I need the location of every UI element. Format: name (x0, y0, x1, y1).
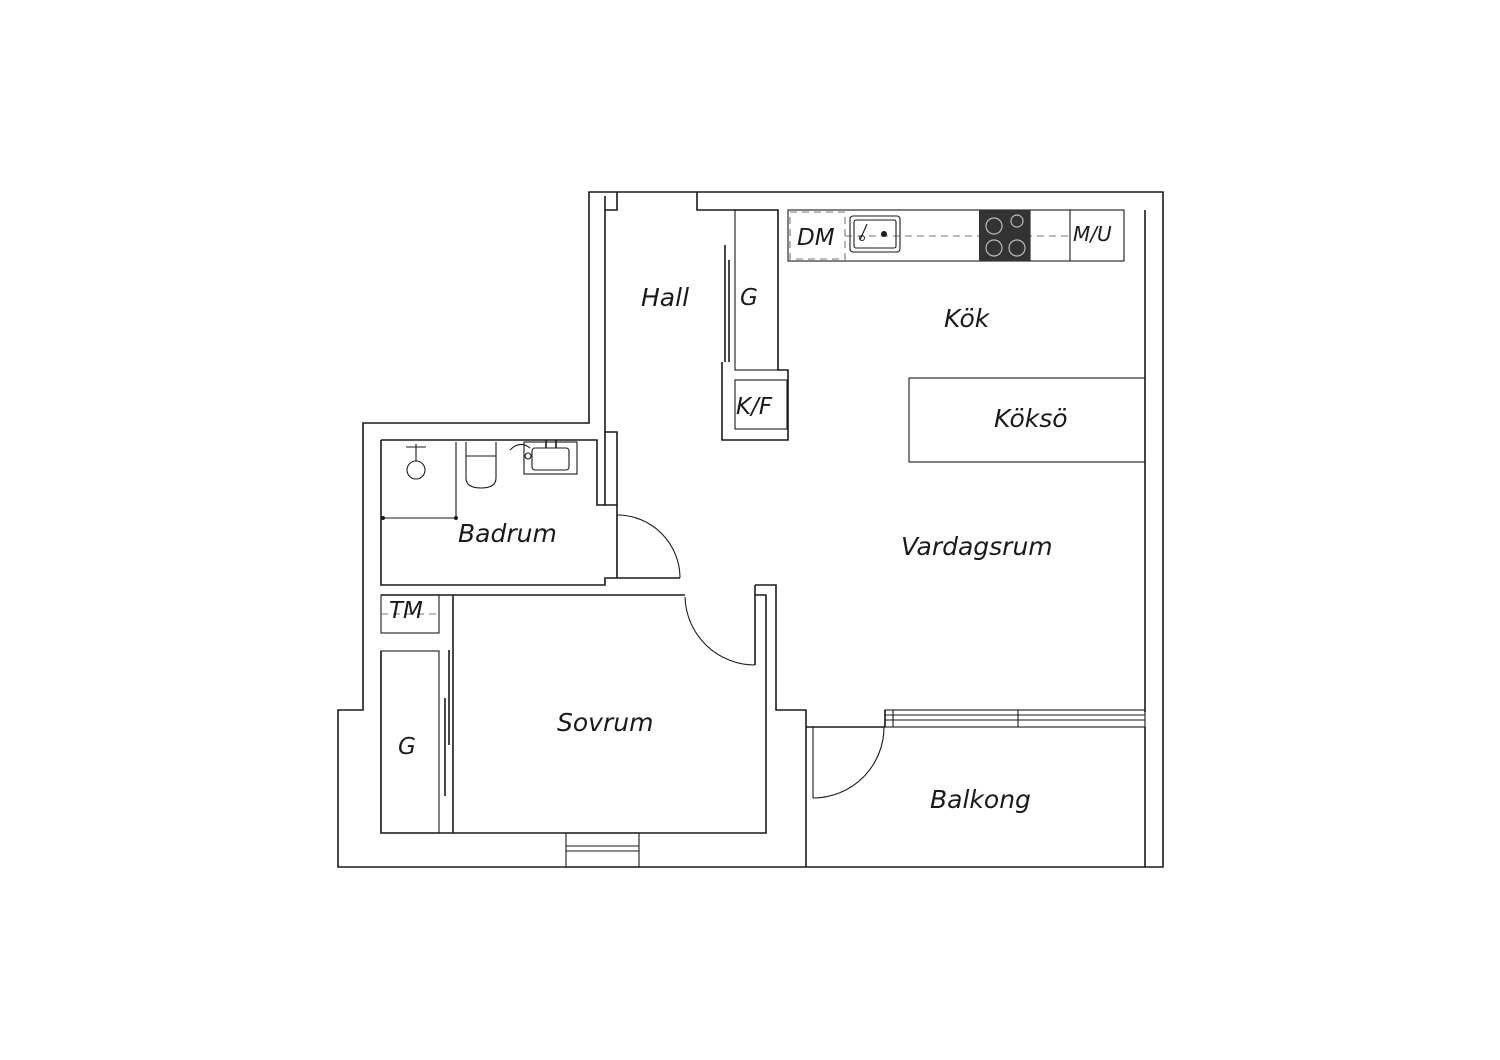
room-label-sovrum: Sovrum (557, 708, 653, 737)
room-label-koksoe: Köksö (994, 404, 1068, 433)
kitchen-counter (787, 209, 1125, 262)
fridge-freezer (734, 379, 788, 430)
dishwasher-label: DM (797, 225, 835, 251)
hall-closet-label: G (740, 285, 758, 311)
room-label-hall: Hall (641, 283, 689, 312)
room-label-kok: Kök (944, 304, 991, 333)
bedroom-window (565, 832, 640, 868)
bathroom-area (380, 439, 681, 586)
microwave-oven-label: M/U (1073, 222, 1112, 246)
bedroom-closet-label: G (398, 734, 416, 760)
bedroom-door (684, 596, 756, 666)
room-label-balkong: Balkong (930, 785, 1031, 814)
counter-top (787, 209, 1125, 262)
outer-wall-line (337, 191, 1164, 868)
washing-machine-label: TM (389, 598, 423, 624)
toilet-icon (465, 442, 497, 489)
bathroom-door (616, 514, 681, 579)
bedroom-area (380, 584, 807, 868)
stove-icon (979, 210, 1030, 261)
balcony-door (812, 726, 885, 799)
balcony-area (805, 709, 1146, 867)
sink-icon (849, 215, 901, 253)
washbasin-icon (509, 440, 578, 475)
outer-walls (337, 191, 1164, 868)
balcony-window (884, 709, 1146, 728)
shower-icon (381, 442, 458, 520)
hall-area (604, 192, 789, 578)
room-label-vardagsrum: Vardagsrum (901, 532, 1053, 561)
room-label-badrum: Badrum (458, 519, 557, 548)
fridge-freezer-label: K/F (736, 394, 773, 420)
bedroom-closet (380, 650, 440, 834)
hall-closet (734, 209, 779, 371)
